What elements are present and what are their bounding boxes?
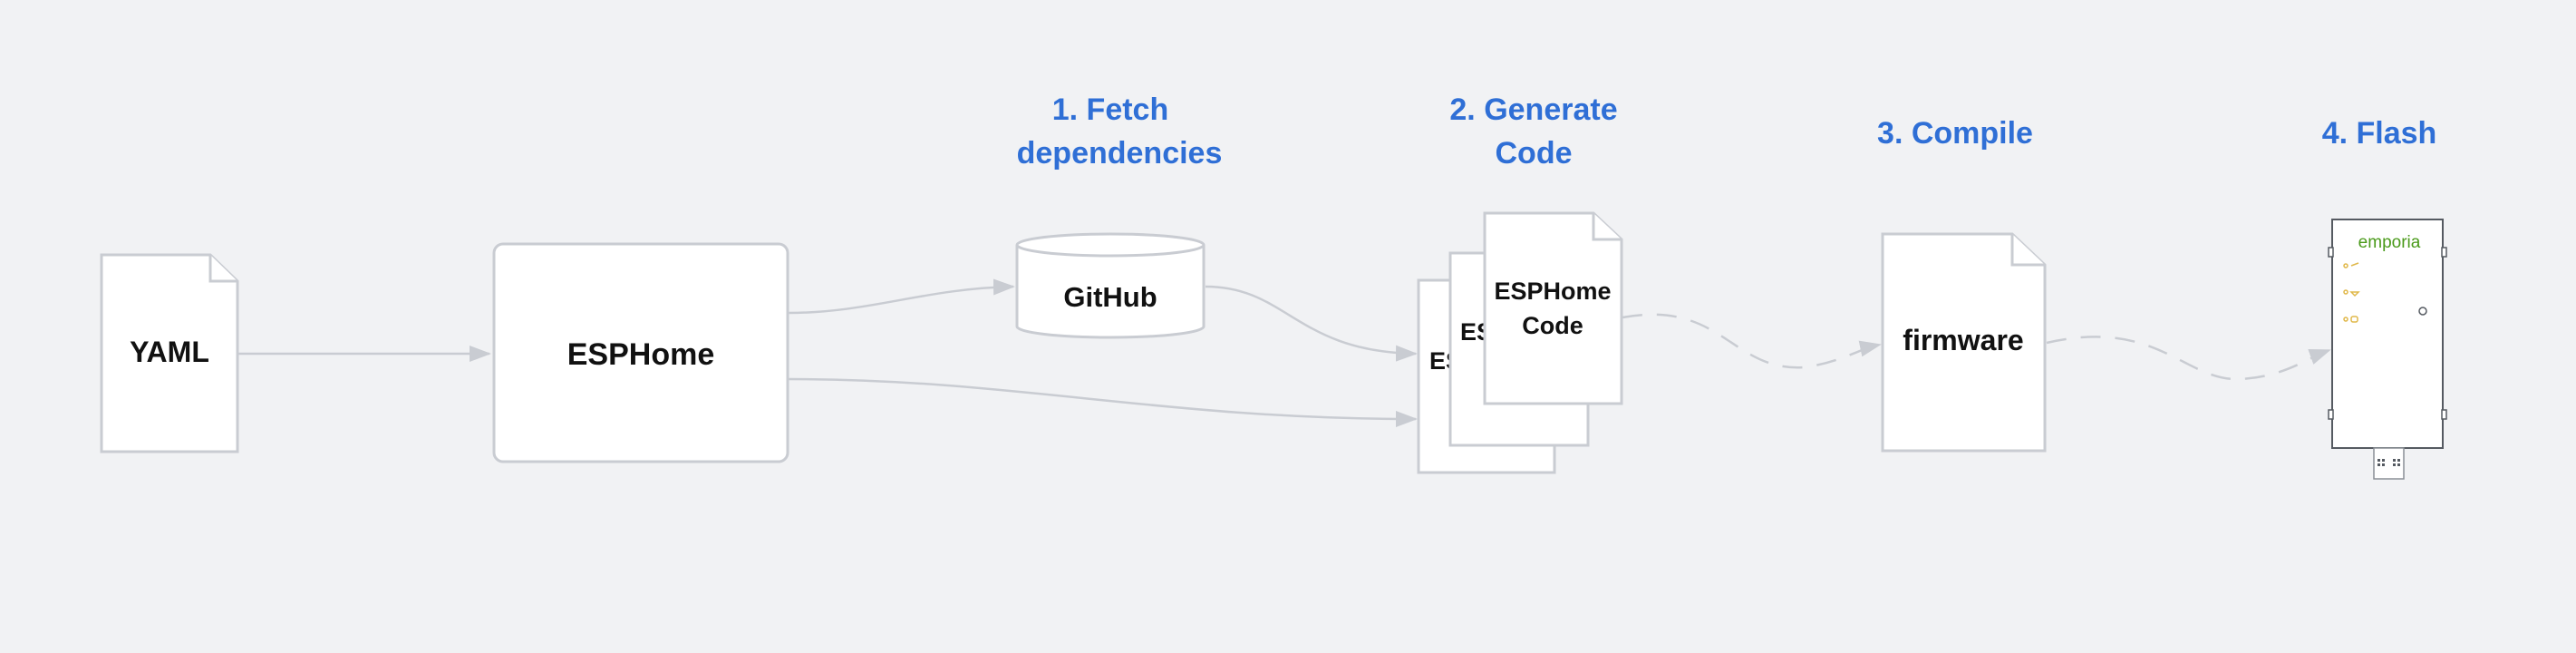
edge-esphome-to-github <box>788 278 1015 315</box>
step-generate-line2: Code <box>1496 136 1573 171</box>
step-generate-line1: 2. Generate <box>1449 93 1617 127</box>
github-database: GitHub <box>1015 232 1206 339</box>
step-labels: 1. Fetch dependencies 2. Generate Code 3… <box>1017 93 2437 171</box>
emporia-device-icon: emporia <box>2328 219 2447 480</box>
edge-code-to-firmware <box>1622 313 1882 369</box>
step-flash: 4. Flash <box>2322 116 2437 151</box>
esphome-box: ESPHome <box>492 242 789 463</box>
code-document-front: ESPHome Code <box>1483 211 1623 405</box>
edge-esphome-to-code <box>788 377 1418 427</box>
github-label: GitHub <box>1063 281 1157 313</box>
firmware-document: firmware <box>1881 232 2047 453</box>
yaml-document: YAML <box>100 253 239 453</box>
yaml-label: YAML <box>130 336 209 368</box>
firmware-label: firmware <box>1903 324 2023 356</box>
generated-code-stack: ES ES ESPHome Code <box>1417 211 1623 474</box>
code-document-label-line2: Code <box>1522 312 1583 339</box>
step-compile: 3. Compile <box>1877 116 2033 151</box>
step-fetch-line2: dependencies <box>1017 136 1223 171</box>
edge-firmware-to-device <box>2046 336 2331 381</box>
device-button <box>2418 307 2427 316</box>
esphome-label: ESPHome <box>567 337 715 372</box>
step-fetch-line1: 1. Fetch <box>1052 93 1168 127</box>
edge-github-to-code <box>1205 285 1418 362</box>
code-document-label-line1: ESPHome <box>1494 278 1611 305</box>
usb-pins <box>2377 459 2400 466</box>
device-led-indicators <box>2343 262 2360 323</box>
emporia-logo: emporia <box>2358 233 2421 252</box>
